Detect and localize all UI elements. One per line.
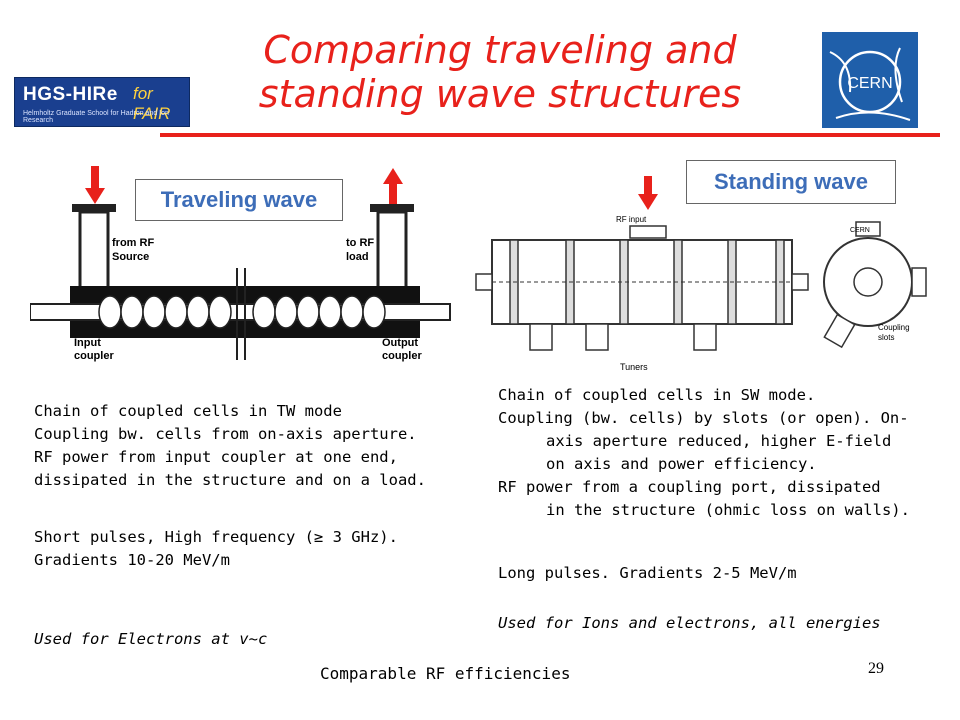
cern-logo: CERN <box>822 32 918 128</box>
sw-line-1: Chain of coupled cells in SW mode. <box>498 386 816 404</box>
tw-line-3: RF power from input coupler at one end, <box>34 448 398 466</box>
tw-line-2: Coupling bw. cells from on-axis aperture… <box>34 425 417 443</box>
hgs-logo-text: HGS-HIRe <box>23 84 118 105</box>
tw-output-coupler-label: coupler <box>382 350 422 362</box>
tw-source-label: Source <box>112 251 149 263</box>
sw-used-for: Used for Ions and electrons, all energie… <box>498 614 881 632</box>
tw-load-label: load <box>346 251 369 263</box>
tw-line-4: dissipated in the structure and on a loa… <box>34 471 426 489</box>
title-underline <box>160 133 940 137</box>
sw-rf-input-label: RF input <box>616 215 647 224</box>
tw-line-5: Short pulses, High frequency (≥ 3 GHz). <box>34 528 398 546</box>
rf-input-arrow-icon <box>638 176 658 210</box>
tw-description-2: Short pulses, High frequency (≥ 3 GHz). … <box>34 526 398 572</box>
page-number: 29 <box>868 660 884 677</box>
tw-line-6: Gradients 10-20 MeV/m <box>34 551 230 569</box>
standing-wave-label: Standing wave <box>686 160 896 204</box>
title-line-2: standing wave structures <box>258 72 742 116</box>
sw-cern-mark: CERN <box>850 227 870 234</box>
cern-logo-text: CERN <box>847 75 892 92</box>
sw-line-4: Long pulses. Gradients 2-5 MeV/m <box>498 564 797 582</box>
tw-line-1: Chain of coupled cells in TW mode <box>34 402 342 420</box>
traveling-wave-label: Traveling wave <box>135 179 343 221</box>
traveling-wave-diagram: from RF Source to RF load Input coupler … <box>30 166 451 362</box>
sw-line-2a: Coupling (bw. cells) by slots (or open).… <box>498 409 909 427</box>
tw-used-for: Used for Electrons at v~c <box>34 630 268 648</box>
slide-title: Comparing traveling and standing wave st… <box>180 28 820 116</box>
tw-description: Chain of coupled cells in TW mode Coupli… <box>34 400 426 492</box>
sw-slots-label: slots <box>878 333 894 342</box>
bottom-note: Comparable RF efficiencies <box>320 664 571 683</box>
rf-in-arrow-icon <box>85 166 105 204</box>
tw-output-label: Output <box>382 337 418 349</box>
tw-to-rf-label: to RF <box>346 237 374 249</box>
standing-wave-diagram: RF input Tuners Coupling slots CERN <box>475 176 927 372</box>
hgs-logo-subtitle: Helmholtz Graduate School for Hadron and… <box>23 110 169 124</box>
rf-out-arrow-icon <box>383 168 403 204</box>
sw-line-3a: RF power from a coupling port, dissipate… <box>498 478 881 496</box>
sw-tuners-label: Tuners <box>620 362 648 372</box>
hgs-logo-fair: for FAIR <box>133 84 171 123</box>
tw-input-label: Input <box>74 337 101 349</box>
sw-description: Chain of coupled cells in SW mode. Coupl… <box>498 384 910 522</box>
sw-line-2b: axis aperture reduced, higher E-field <box>546 432 892 450</box>
tw-from-rf-label: from RF <box>112 237 154 249</box>
tw-input-coupler-label: coupler <box>74 350 114 362</box>
cern-logo-icon: CERN <box>829 47 911 121</box>
sw-line-2c: on axis and power efficiency. <box>546 455 817 473</box>
title-line-1: Comparing traveling and <box>263 28 737 72</box>
sw-line-3b: in the structure (ohmic loss on walls). <box>546 501 910 519</box>
hgs-hire-logo: HGS-HIRe for FAIR Helmholtz Graduate Sch… <box>14 77 190 127</box>
sw-coupling-label: Coupling <box>878 323 910 332</box>
